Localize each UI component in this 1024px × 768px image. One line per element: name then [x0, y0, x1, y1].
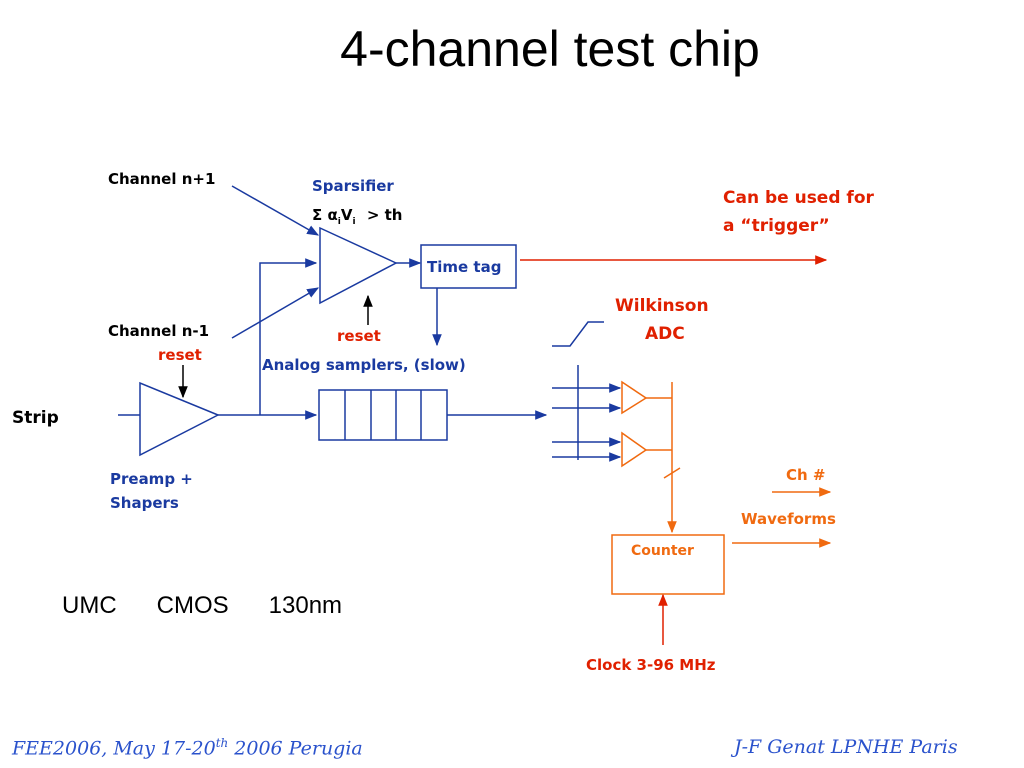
- sparsifier-comparator: [319, 226, 398, 305]
- channel-n-minus-1-line: [231, 287, 320, 339]
- v-symbol: V: [340, 206, 353, 224]
- waveforms-label: Waveforms: [741, 510, 836, 528]
- wilkinson-label-line1: Wilkinson: [615, 296, 709, 316]
- wilkinson-inputs: [552, 365, 622, 462]
- counter-label: Counter: [631, 543, 694, 559]
- footer-superscript: th: [215, 736, 229, 750]
- preamp-label-line2: Shapers: [110, 494, 179, 512]
- node-text: 130nm: [268, 592, 343, 619]
- sparsifier-label: Sparsifier: [312, 177, 394, 195]
- sparsifier-formula: Σ αiVi > th: [312, 206, 402, 227]
- preamp-reset-label: reset: [158, 346, 202, 364]
- counter-box: [611, 534, 725, 595]
- slide-title: 4-channel test chip: [340, 21, 760, 77]
- trigger-label-line2: a “trigger”: [723, 216, 830, 236]
- footer-right: J-F Genat LPNHE Paris: [734, 736, 958, 758]
- strip-label: Strip: [12, 408, 59, 428]
- alpha-subscript: i: [337, 217, 341, 227]
- analog-samplers-label: Analog samplers, (slow): [262, 356, 466, 374]
- channel-n-minus-1-label: Channel n-1: [108, 322, 210, 340]
- clock-label: Clock 3-96 MHz: [586, 656, 716, 674]
- sigma-symbol: Σ: [312, 206, 323, 224]
- ramp-symbol: [552, 321, 604, 347]
- sparsifier-reset-label: reset: [337, 327, 381, 345]
- alpha-symbol: α: [327, 206, 338, 224]
- footer-conference: FEE2006, May 17-20: [12, 737, 216, 760]
- v-subscript: i: [352, 217, 356, 227]
- technology-line: UMC CMOS 130nm: [62, 592, 342, 620]
- wilkinson-label-line2: ADC: [645, 324, 685, 344]
- channel-n-plus-1-label: Channel n+1: [108, 170, 216, 188]
- time-tag-box: [420, 244, 517, 289]
- time-tag-label: Time tag: [427, 258, 502, 276]
- footer-left: FEE2006, May 17-20th 2006 Perugia: [12, 736, 363, 759]
- process-text: CMOS: [156, 592, 229, 619]
- threshold-text: > th: [366, 206, 403, 224]
- analog-sampler-cells: [318, 389, 448, 441]
- wilkinson-comparators: [621, 380, 681, 534]
- preamp-shaper: [118, 381, 220, 457]
- preamp-label-line1: Preamp +: [110, 470, 193, 488]
- ch-num-label: Ch #: [786, 466, 826, 484]
- channel-n-plus-1-line: [231, 185, 320, 236]
- foundry-text: UMC: [62, 592, 117, 619]
- footer-location: 2006 Perugia: [228, 737, 363, 760]
- trigger-label-line1: Can be used for: [723, 188, 874, 208]
